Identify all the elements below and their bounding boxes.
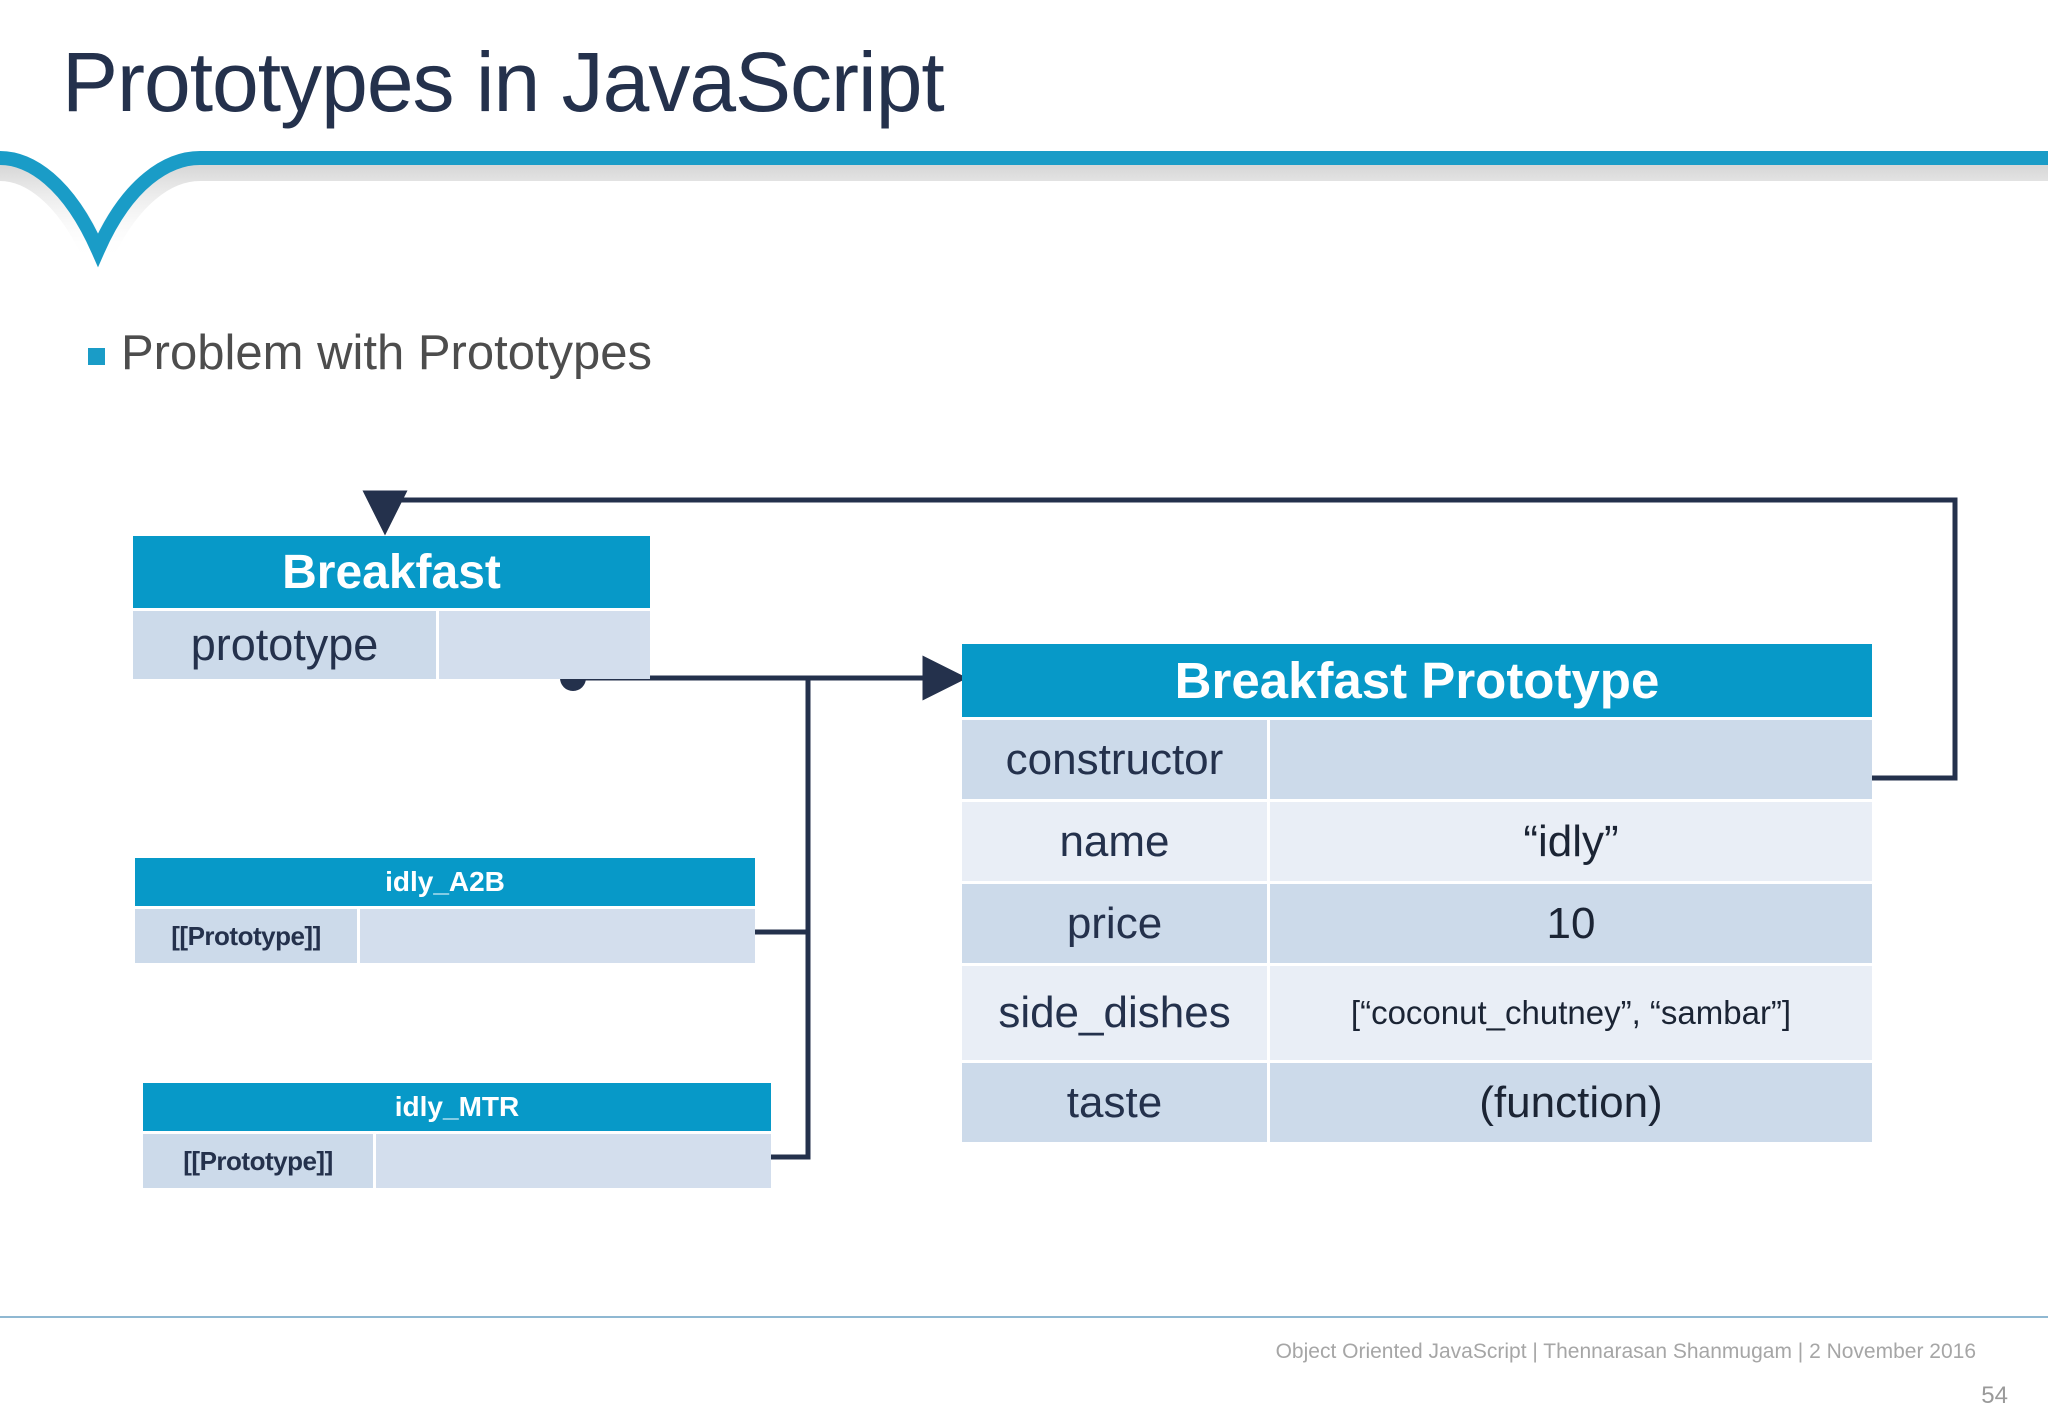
table-row: [[Prototype]] <box>143 1134 771 1188</box>
constructor-value <box>1270 720 1872 799</box>
idly-a2b-object-box: idly_A2B [[Prototype]] <box>135 858 755 963</box>
table-row: [[Prototype]] <box>135 909 755 963</box>
idly-mtr-prototype-value <box>376 1134 771 1188</box>
table-row: price 10 <box>962 884 1872 963</box>
idly-mtr-header: idly_MTR <box>143 1083 771 1131</box>
taste-value: (function) <box>1270 1063 1872 1142</box>
name-key: name <box>962 802 1267 881</box>
idly-a2b-prototype-value <box>360 909 755 963</box>
price-key: price <box>962 884 1267 963</box>
table-row: name “idly” <box>962 802 1872 881</box>
bullet-row: Problem with Prototypes <box>88 325 652 381</box>
table-row: prototype <box>133 611 650 679</box>
breakfast-prototype-key: prototype <box>133 611 436 679</box>
taste-key: taste <box>962 1063 1267 1142</box>
table-row: constructor <box>962 720 1872 799</box>
side-dishes-key: side_dishes <box>962 966 1267 1060</box>
slide-number: 54 <box>1981 1382 2008 1409</box>
idly-mtr-object-box: idly_MTR [[Prototype]] <box>143 1083 771 1188</box>
idly-a2b-prototype-key: [[Prototype]] <box>135 909 357 963</box>
bullet-text: Problem with Prototypes <box>121 326 653 380</box>
header-swoosh-decoration <box>0 151 2048 290</box>
side-dishes-value: [“coconut_chutney”, “sambar”] <box>1270 966 1872 1060</box>
table-row: taste (function) <box>962 1063 1872 1142</box>
footer-text: Object Oriented JavaScript | Thennarasan… <box>1275 1340 1976 1363</box>
idly-mtr-prototype-key: [[Prototype]] <box>143 1134 373 1188</box>
breakfast-object-box: Breakfast prototype <box>133 536 650 679</box>
page-title: Prototypes in JavaScript <box>62 35 945 129</box>
table-row: side_dishes [“coconut_chutney”, “sambar”… <box>962 966 1872 1060</box>
breakfast-prototype-header: Breakfast Prototype <box>962 644 1872 717</box>
constructor-key: constructor <box>962 720 1267 799</box>
idly-a2b-header: idly_A2B <box>135 858 755 906</box>
square-bullet-icon <box>88 347 105 365</box>
footer-divider <box>0 1316 2048 1318</box>
breakfast-prototype-box: Breakfast Prototype constructor name “id… <box>962 644 1872 1142</box>
name-value: “idly” <box>1270 802 1872 881</box>
price-value: 10 <box>1270 884 1872 963</box>
breakfast-prototype-value <box>439 611 650 679</box>
breakfast-header: Breakfast <box>133 536 650 608</box>
